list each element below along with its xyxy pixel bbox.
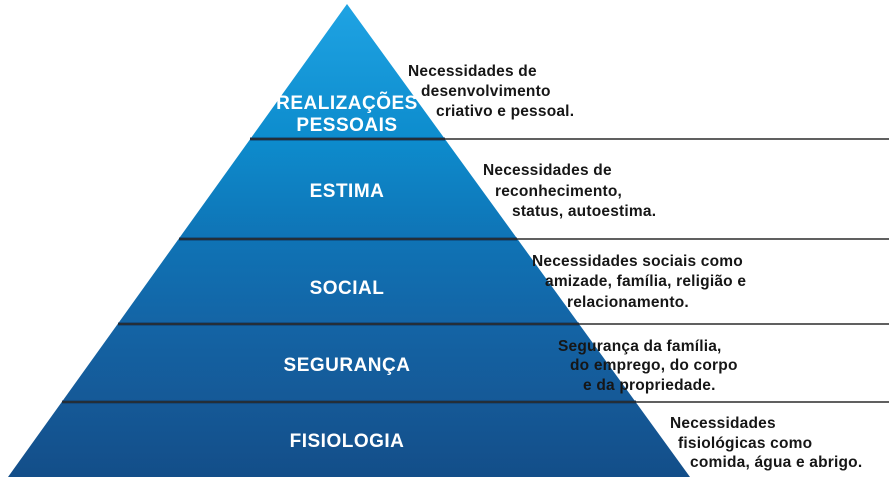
level-fisiologia: FISIOLOGIA Necessidades fisiológicas com…: [290, 415, 863, 471]
level-realizacoes-pessoais: REALIZAÇÕES PESSOAIS Necessidades de des…: [276, 63, 574, 136]
level-description-line: criativo e pessoal.: [436, 103, 574, 120]
level-label-line: SOCIAL: [310, 278, 385, 299]
level-social: SOCIAL Necessidades sociais como amizade…: [310, 253, 747, 311]
level-label-line: SEGURANÇA: [284, 355, 411, 376]
level-description-line: desenvolvimento: [421, 83, 551, 100]
level-label-line: ESTIMA: [310, 181, 385, 202]
level-description-line: Necessidades sociais como: [532, 253, 743, 270]
level-description-line: e da propriedade.: [583, 377, 716, 394]
level-description-line: Necessidades de: [483, 162, 612, 179]
level-description-line: status, autoestima.: [512, 203, 656, 220]
level-seguranca: SEGURANÇA Segurança da família, do empre…: [284, 338, 738, 394]
level-description-line: Necessidades de: [408, 63, 537, 80]
level-description-line: comida, água e abrigo.: [690, 454, 862, 471]
separator-lines: [62, 137, 889, 404]
level-label-line: PESSOAIS: [296, 115, 397, 136]
level-estima: ESTIMA Necessidades de reconhecimento, s…: [310, 162, 656, 220]
level-label-line: REALIZAÇÕES: [276, 92, 418, 114]
level-description-line: reconhecimento,: [495, 183, 622, 200]
level-description-line: fisiológicas como: [678, 435, 812, 452]
level-description-line: do emprego, do corpo: [570, 357, 738, 374]
level-label-line: FISIOLOGIA: [290, 431, 405, 452]
level-description-line: relacionamento.: [567, 294, 689, 311]
level-description-line: amizade, família, religião e: [545, 273, 746, 290]
level-description-line: Necessidades: [670, 415, 776, 432]
level-description-line: Segurança da família,: [558, 338, 722, 355]
